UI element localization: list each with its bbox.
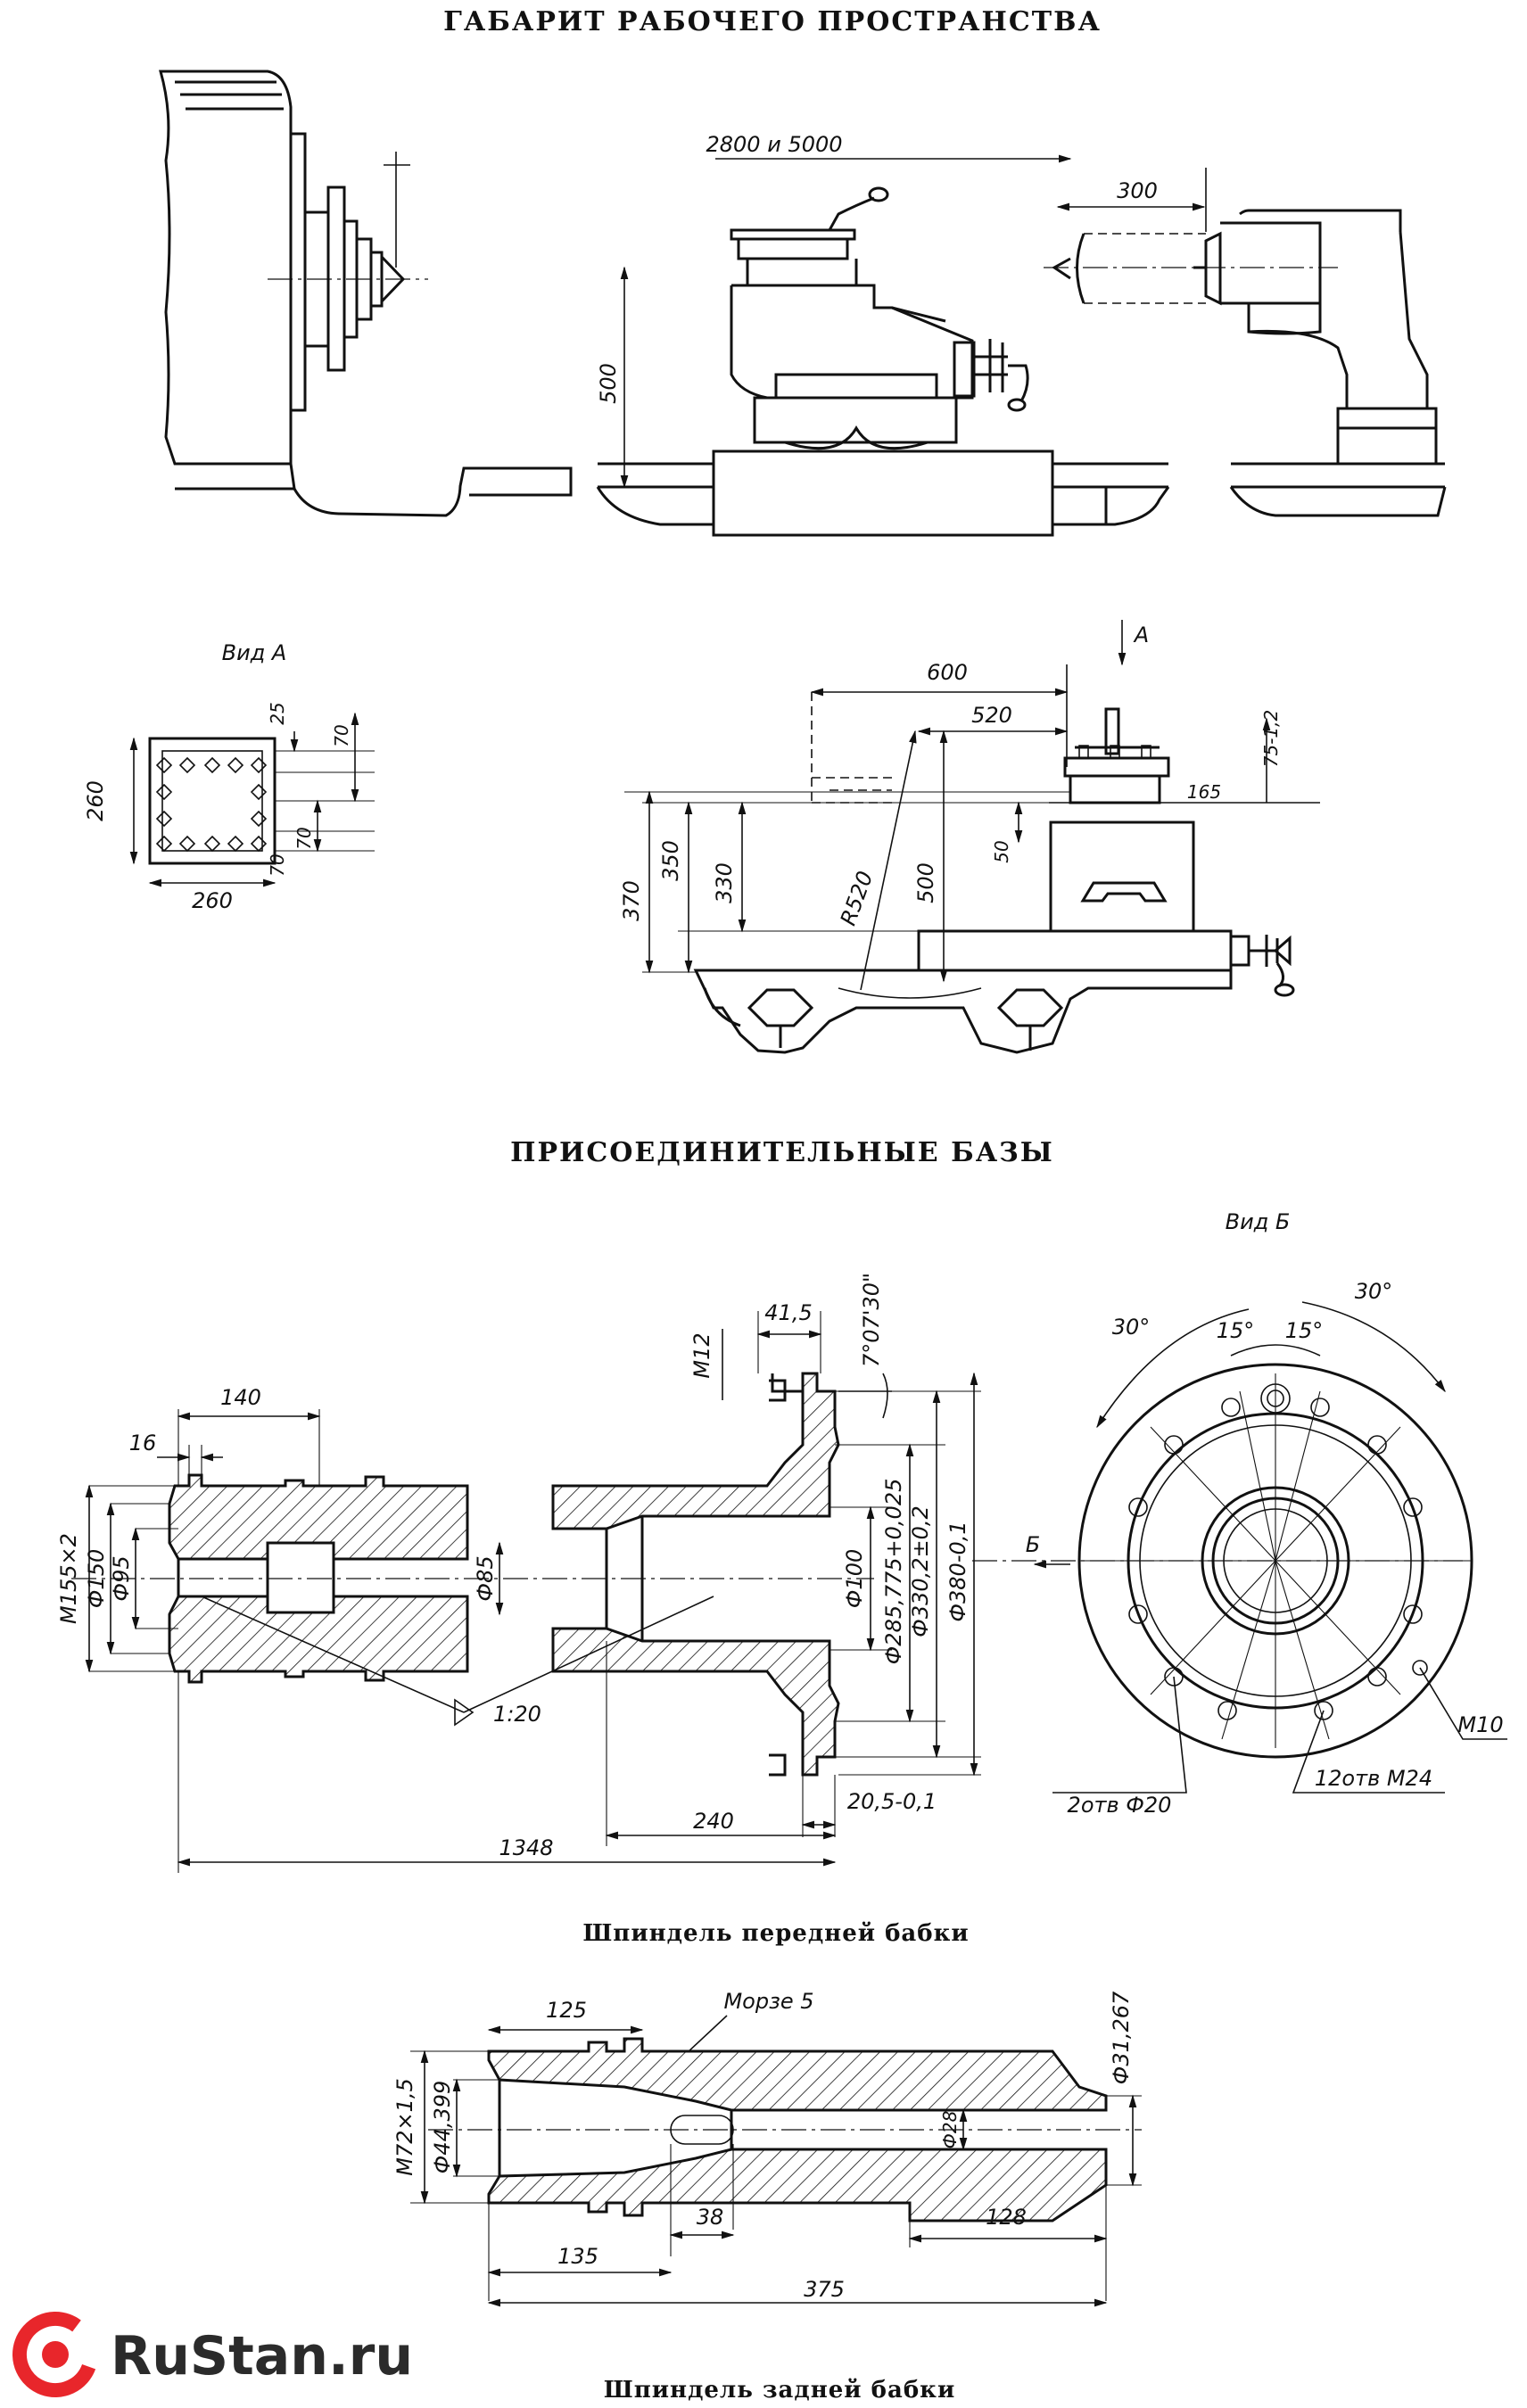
dim-16: 16 — [129, 1431, 157, 1456]
dim-m12: M12 — [689, 1332, 714, 1378]
tail-spindle-caption: Шпиндель задней бабки — [604, 2377, 955, 2404]
dim-600: 600 — [927, 660, 968, 685]
dim-view-a-width: 260 — [192, 888, 233, 913]
dim-375: 375 — [804, 2277, 845, 2302]
view-a-holes — [155, 756, 268, 853]
dim-20-5: 20,5-0,1 — [847, 1789, 937, 1814]
rustan-logo-icon — [12, 2312, 98, 2397]
front-spindle-caption: Шпиндель передней бабки — [582, 1920, 969, 1947]
dim-330: 330 — [712, 862, 737, 903]
tail-spindle-drawing: 125 Морзе 5 Ф31,267 M72×1,5 Ф44,399 Ф28 … — [392, 1989, 1142, 2307]
dim-d100: Ф100 — [842, 1549, 867, 1608]
carriage-side-drawing: 2800 и 5000 500 — [596, 132, 1170, 537]
rustan-logo-text: RuStan.ru — [111, 2325, 413, 2387]
dim-d380: Ф380-0,1 — [945, 1521, 970, 1621]
arrow-b-label: Б — [1026, 1532, 1040, 1557]
view-b-flange-drawing: Вид Б Б — [1026, 1209, 1507, 1818]
front-spindle-drawing: 140 16 M155×2 Ф150 Ф95 Ф85 1:20 M12 41,5… — [56, 1273, 1463, 1873]
dim-d285: Ф285,775+0,025 — [881, 1479, 906, 1665]
dim-quill: 300 — [1117, 178, 1158, 203]
dim-d85: Ф85 — [473, 1555, 498, 1601]
angle-30-right: 30° — [1355, 1279, 1393, 1304]
dim-view-a-25: 25 — [267, 702, 288, 724]
angle-30-left: 30° — [1112, 1315, 1151, 1340]
dim-angle: 7°07'30" — [859, 1273, 884, 1367]
dim-140: 140 — [220, 1385, 261, 1410]
view-b-label: Вид Б — [1226, 1209, 1291, 1234]
dim-d330: Ф330,2±0,2 — [908, 1505, 933, 1637]
dim-d44: Ф44,399 — [430, 2081, 455, 2174]
dim-view-a-70-mid: 70 — [293, 827, 315, 849]
dim-500-section: 500 — [913, 862, 938, 903]
dim-length: 2800 и 5000 — [706, 132, 842, 157]
dim-165: 165 — [1187, 781, 1221, 803]
dim-m155: M155×2 — [56, 1533, 81, 1624]
flange-center-lines — [1079, 1373, 1472, 1748]
dim-d28: Ф28 — [939, 2111, 961, 2149]
workspace-title: ГАБАРИТ РАБОЧЕГО ПРОСТРАНСТВА — [443, 6, 1102, 37]
dim-view-a-70-top: 70 — [331, 724, 352, 746]
dim-view-a-70-bottom: 70 — [267, 854, 288, 876]
headstock-drawing — [159, 70, 573, 517]
arrow-a-label: А — [1133, 623, 1149, 647]
view-a-label: Вид А — [222, 640, 287, 665]
morse-taper: Морзе 5 — [723, 1989, 813, 2014]
dim-520: 520 — [971, 703, 1012, 728]
rustan-logo[interactable]: RuStan.ru — [10, 2309, 413, 2401]
holes-d20: 2отв Ф20 — [1068, 1793, 1172, 1818]
thread-m10: M10 — [1457, 1712, 1503, 1737]
dim-370: 370 — [619, 880, 644, 921]
dim-50: 50 — [991, 840, 1012, 862]
dim-38: 38 — [697, 2205, 724, 2230]
dim-135: 135 — [557, 2244, 598, 2269]
carriage-section-drawing: А 600 520 165 75-1,2 50 500 R520 — [619, 620, 1320, 1054]
dim-d150: Ф150 — [84, 1549, 109, 1608]
dim-75: 75-1,2 — [1260, 710, 1282, 767]
angle-15-left: 15° — [1217, 1318, 1255, 1343]
tailstock-drawing: 300 — [1044, 168, 1447, 517]
dim-41-5: 41,5 — [764, 1300, 812, 1325]
dim-125: 125 — [546, 1998, 587, 2023]
angle-15-right: 15° — [1285, 1318, 1324, 1343]
dim-1348: 1348 — [499, 1835, 553, 1860]
connecting-bases-title: ПРИСОЕДИНИТЕЛЬНЫЕ БАЗЫ — [510, 1137, 1054, 1168]
holes-m24: 12отв М24 — [1315, 1766, 1432, 1791]
dim-r520: R520 — [836, 868, 879, 928]
dim-d95: Ф95 — [109, 1555, 134, 1601]
flange-holes — [1128, 1383, 1428, 1720]
dim-m72: M72×1,5 — [392, 2078, 417, 2176]
dim-350: 350 — [658, 840, 683, 881]
dim-128: 128 — [986, 2205, 1027, 2230]
dim-240: 240 — [693, 1809, 734, 1834]
dim-taper: 1:20 — [493, 1702, 541, 1727]
dim-view-a-height: 260 — [83, 780, 108, 821]
view-a-drawing: Вид А 260 260 25 70 70 70 — [83, 640, 375, 913]
dim-height: 500 — [596, 363, 621, 404]
dim-d31: Ф31,267 — [1109, 1991, 1134, 2084]
